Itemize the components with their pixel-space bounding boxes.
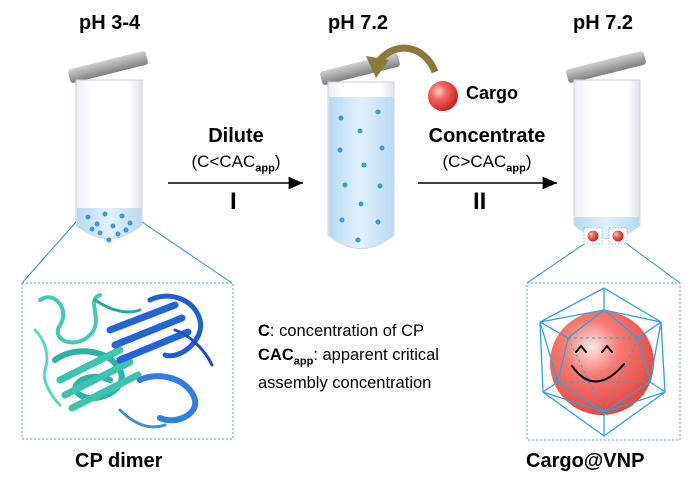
step1-condition: (C<CACapp) bbox=[191, 152, 281, 175]
legend-cac: CACapp: apparent critical assembly conce… bbox=[258, 346, 439, 393]
left-zoom-lines bbox=[21, 221, 233, 284]
cargo-label: Cargo bbox=[466, 83, 519, 103]
right-tube bbox=[566, 51, 646, 245]
left-tube-ph-label: pH 3-4 bbox=[79, 12, 141, 34]
right-tube-ph-label: pH 7.2 bbox=[573, 12, 634, 34]
left-tube bbox=[68, 51, 148, 243]
step1-roman: I bbox=[230, 188, 237, 215]
smiley-face-icon bbox=[571, 344, 625, 383]
vnp-frame bbox=[526, 282, 681, 441]
cargo-sphere bbox=[428, 81, 458, 111]
middle-tube-ph-label: pH 7.2 bbox=[328, 12, 389, 34]
step1-label: Dilute bbox=[208, 125, 264, 147]
cp-dimer-frame bbox=[21, 282, 234, 440]
vnp-small-1 bbox=[587, 230, 599, 242]
right-zoom-lines bbox=[526, 243, 681, 284]
cargo-addition-arrow bbox=[375, 44, 439, 74]
cargo-vnp-caption: Cargo@VNP bbox=[526, 450, 645, 472]
step2-label: Concentrate bbox=[428, 125, 546, 147]
vnp-small-2 bbox=[612, 230, 624, 242]
step2-condition: (C>CACapp) bbox=[442, 152, 532, 175]
cp-dimer-structure bbox=[33, 293, 214, 429]
left-tube-particles bbox=[85, 211, 133, 243]
legend-c: C: concentration of CP bbox=[258, 322, 425, 340]
vnp-cage bbox=[539, 287, 666, 437]
legend: C: concentration of CP CACapp: apparent … bbox=[258, 320, 488, 394]
cp-dimer-caption: CP dimer bbox=[75, 450, 163, 472]
step2-roman: II bbox=[473, 188, 487, 215]
cargo-arrow-head bbox=[366, 56, 389, 78]
middle-tube-particles bbox=[337, 109, 385, 243]
middle-tube bbox=[320, 53, 400, 249]
